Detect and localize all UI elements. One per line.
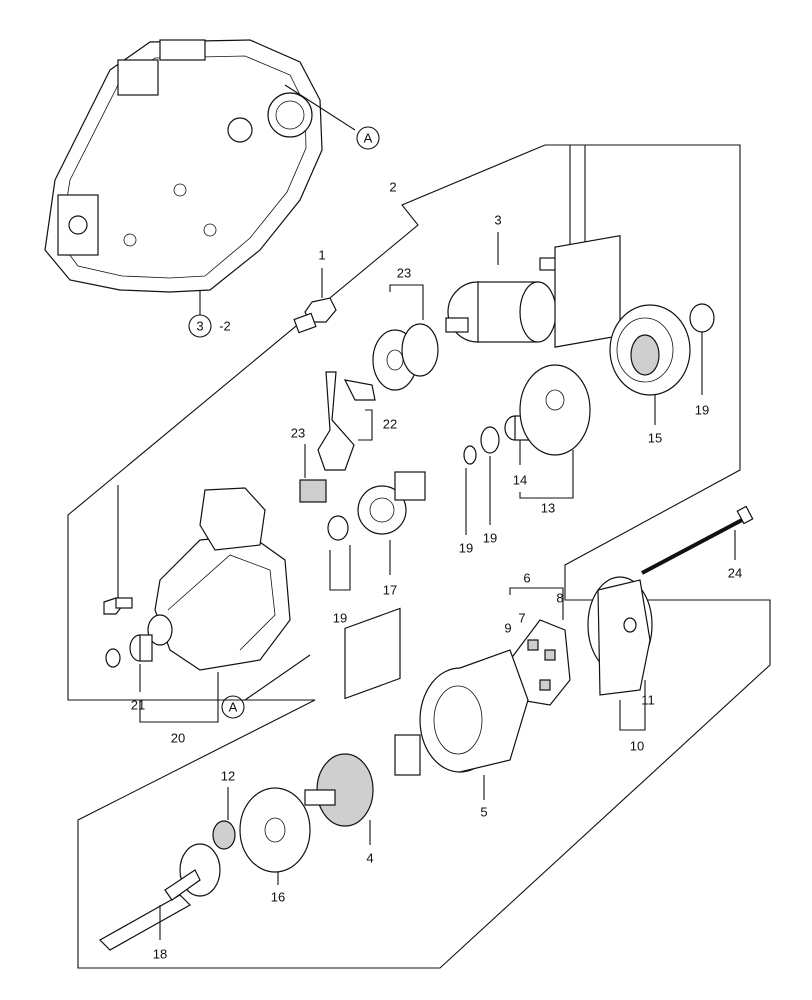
pinion-17 [357, 471, 426, 535]
ring-21-small [105, 648, 121, 668]
label-10: 10 [630, 739, 644, 754]
label-21: 21 [131, 698, 145, 713]
bracket-19-pinion [329, 545, 351, 591]
plate-16 [239, 787, 311, 873]
leader-a-bottom [244, 654, 311, 701]
field-coil-5 [419, 649, 529, 773]
armature-4 [304, 607, 421, 827]
washer-19-b [480, 426, 500, 454]
label-14: 14 [513, 473, 527, 488]
brush-holder-6 [509, 619, 571, 706]
label-23-upper: 23 [397, 266, 411, 281]
ring-19-a [463, 445, 477, 465]
label-13: 13 [541, 501, 555, 516]
lever-22 [317, 371, 376, 471]
label-16: 16 [271, 890, 285, 905]
label-7: 7 [518, 611, 525, 626]
front-housing-20 [147, 487, 291, 671]
ref-3-2-circle [188, 314, 212, 338]
bushing-21 [129, 634, 153, 662]
bracket-23-upper [389, 284, 424, 320]
label-22: 22 [383, 417, 397, 432]
block-23-lower [299, 479, 327, 503]
label-20: 20 [171, 731, 185, 746]
ring-19-pinion [327, 515, 349, 541]
bracket-20 [139, 672, 219, 723]
leader-a-top [284, 84, 356, 131]
shaft-18 [99, 843, 221, 951]
ref-a-bottom-circle [221, 695, 245, 719]
assembly-boundary [67, 144, 771, 969]
ref-a-bottom-label: A [229, 700, 238, 715]
label-4: 4 [366, 851, 373, 866]
label-17: 17 [383, 583, 397, 598]
label-19-b: 19 [483, 531, 497, 546]
bracket-13 [519, 450, 574, 499]
label-1: 1 [318, 248, 325, 263]
ref-a-top-label: A [364, 131, 373, 146]
label-24: 24 [728, 566, 742, 581]
label-6: 6 [523, 571, 530, 586]
bearing-15 [609, 304, 691, 396]
ref-a-top-circle [356, 126, 380, 150]
yoke-10 [587, 576, 653, 696]
drum-13 [519, 234, 621, 456]
flywheel-housing [44, 39, 323, 293]
washer-19-top [689, 303, 715, 333]
label-3-2-suffix: -2 [219, 319, 231, 334]
label-19-pinion: 19 [333, 611, 347, 626]
through-bolt-24 [641, 505, 754, 575]
label-19-a: 19 [459, 541, 473, 556]
bracket-10 [619, 680, 646, 731]
bolt-1 [293, 297, 337, 334]
bracket-6 [509, 587, 564, 620]
label-3-2: 3 [196, 319, 203, 334]
label-19-top: 19 [695, 403, 709, 418]
plate-23-upper [372, 323, 439, 391]
label-2: 2 [389, 180, 396, 195]
label-18: 18 [153, 947, 167, 962]
label-3: 3 [494, 213, 501, 228]
label-15: 15 [648, 431, 662, 446]
label-5: 5 [480, 805, 487, 820]
label-11: 11 [641, 693, 655, 708]
label-9: 9 [504, 621, 511, 636]
gear-12 [212, 820, 236, 850]
label-8: 8 [556, 591, 563, 606]
housing-bolt [103, 597, 133, 615]
bracket-22 [358, 409, 373, 441]
label-12: 12 [221, 769, 235, 784]
label-23-lower: 23 [291, 426, 305, 441]
